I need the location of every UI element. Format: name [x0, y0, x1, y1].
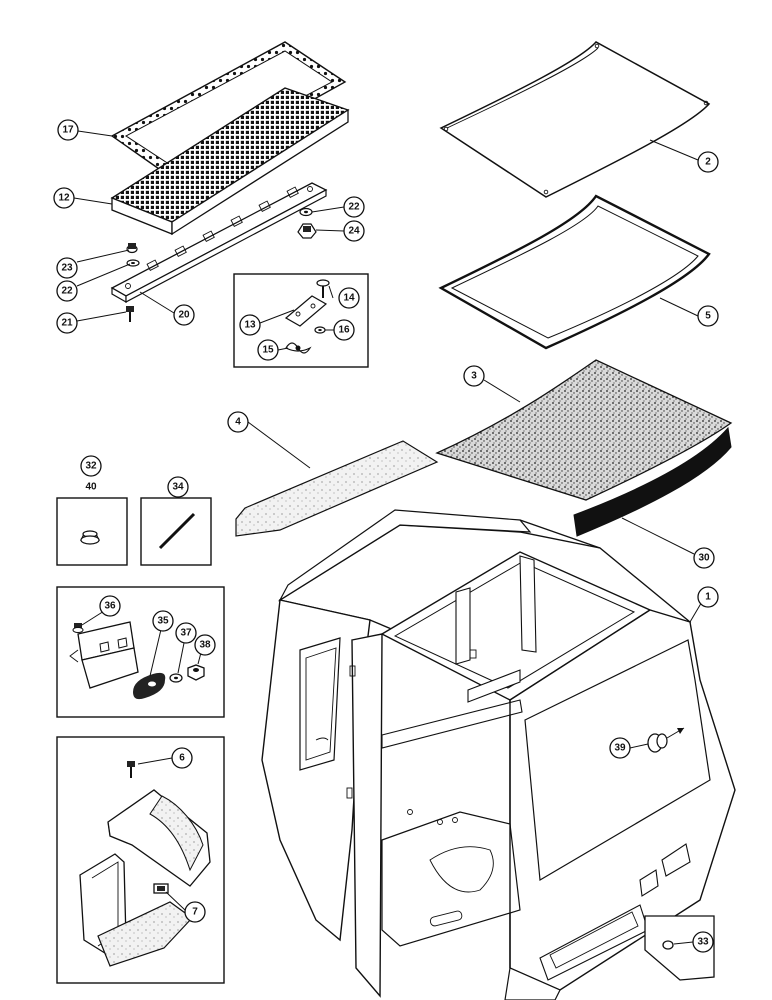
callout-14: 14	[338, 287, 360, 309]
svg-text:16: 16	[338, 325, 350, 336]
svg-text:30: 30	[698, 553, 710, 564]
svg-text:38: 38	[199, 640, 211, 651]
callout-2: 2	[697, 151, 719, 173]
callout-1: 1	[697, 586, 719, 608]
callout-12: 12	[53, 187, 75, 209]
callout-35: 35	[152, 610, 174, 632]
svg-text:36: 36	[104, 601, 116, 612]
svg-text:34: 34	[172, 482, 184, 493]
inset-box-mount	[56, 736, 225, 984]
svg-text:15: 15	[262, 345, 274, 356]
svg-text:33: 33	[697, 937, 709, 948]
plug-33-panel	[644, 915, 715, 981]
trim-strip-30	[573, 426, 732, 537]
latch-parts-13-16	[284, 279, 330, 354]
callout-13: 13	[239, 314, 261, 336]
svg-text:5: 5	[705, 311, 711, 322]
plug-40	[80, 530, 100, 545]
svg-text:39: 39	[614, 743, 626, 754]
callout-39: 39	[609, 737, 631, 759]
bracket-parts-35-38	[69, 621, 205, 700]
svg-text:22: 22	[61, 286, 73, 297]
callout-20: 20	[173, 304, 195, 326]
hardware-22-24	[297, 207, 317, 239]
callout-33: 33	[692, 931, 714, 953]
svg-text:7: 7	[192, 907, 198, 918]
callout-6: 6	[171, 747, 193, 769]
callout-34: 34	[167, 476, 189, 498]
hardware-23-22-21	[126, 243, 140, 322]
retainer-bracket-20	[110, 182, 328, 304]
callout-22-right: 22	[343, 196, 365, 218]
inset-box-rod	[140, 497, 212, 566]
callout-21: 21	[56, 312, 78, 334]
svg-text:32: 32	[85, 461, 97, 472]
svg-text:24: 24	[348, 226, 360, 237]
callout-22-left: 22	[56, 280, 78, 302]
rod-34	[158, 512, 196, 550]
svg-text:22: 22	[348, 202, 360, 213]
callout-5: 5	[697, 305, 719, 327]
filter-element-12	[110, 87, 350, 236]
svg-text:37: 37	[180, 628, 192, 639]
callout-36: 36	[99, 595, 121, 617]
svg-text:35: 35	[157, 616, 169, 627]
callout-30: 30	[693, 547, 715, 569]
svg-text:2: 2	[705, 157, 711, 168]
label-40: 40	[85, 482, 97, 493]
leader-lines	[73, 130, 704, 945]
svg-text:21: 21	[61, 318, 73, 329]
callout-24: 24	[343, 220, 365, 242]
svg-text:12: 12	[58, 193, 70, 204]
inset-box-latch	[233, 273, 369, 368]
svg-text:13: 13	[244, 320, 256, 331]
roof-panel-2	[439, 41, 711, 198]
callout-37: 37	[175, 622, 197, 644]
callout-4: 4	[227, 411, 249, 433]
mount-parts-6-7	[79, 761, 211, 967]
callout-32: 32	[80, 455, 102, 477]
inset-box-plug	[56, 497, 128, 566]
svg-text:3: 3	[471, 371, 477, 382]
callout-17: 17	[57, 119, 79, 141]
cab-frame-1	[261, 509, 736, 1000]
svg-text:20: 20	[178, 310, 190, 321]
svg-text:17: 17	[62, 125, 74, 136]
roof-seal-5	[438, 194, 711, 350]
callout-16: 16	[333, 319, 355, 341]
svg-text:4: 4	[235, 417, 241, 428]
callout-15: 15	[257, 339, 279, 361]
svg-text:6: 6	[179, 753, 185, 764]
callout-3: 3	[463, 365, 485, 387]
svg-text:1: 1	[705, 592, 711, 603]
filter-gasket-17	[110, 41, 347, 179]
plug-39	[647, 727, 685, 753]
svg-text:23: 23	[61, 263, 73, 274]
callout-23: 23	[56, 257, 78, 279]
callout-38: 38	[194, 634, 216, 656]
headliner-3	[435, 359, 733, 501]
callout-7: 7	[184, 901, 206, 923]
svg-text:14: 14	[343, 293, 355, 304]
inset-box-bracket	[56, 586, 225, 718]
side-insulation-4	[235, 440, 439, 537]
